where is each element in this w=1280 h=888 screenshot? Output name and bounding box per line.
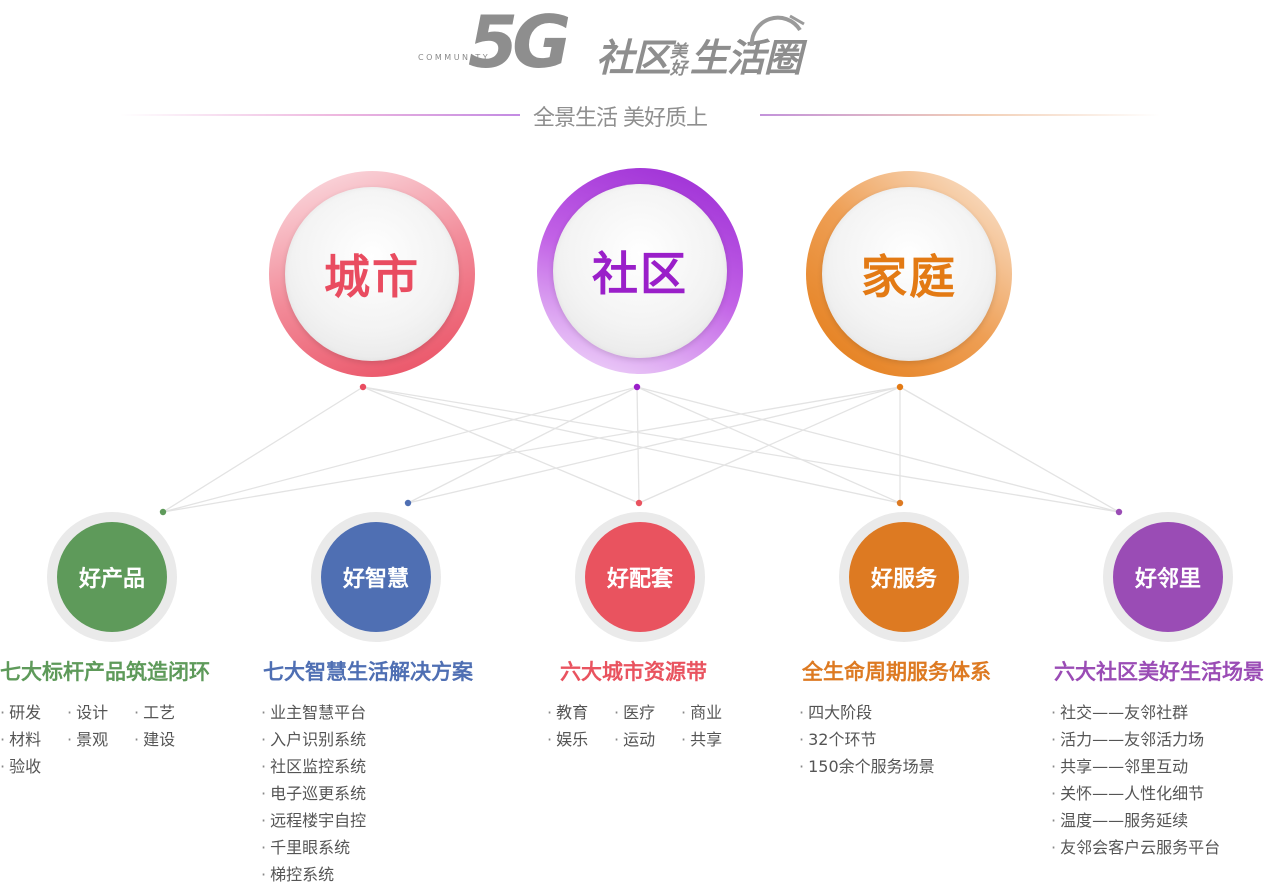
list-item: ·建设 — [134, 730, 176, 749]
bubble-service-label: 好服务 — [849, 522, 959, 632]
list-item: ·设计 — [67, 703, 109, 722]
list-item: ·医疗 — [614, 703, 656, 722]
node-dot-city — [359, 383, 367, 391]
tagline-decor-right — [760, 114, 1160, 116]
list-item: ·友邻会客户云服务平台 — [1051, 838, 1221, 857]
column-title-neighbor: 六大社区美好生活场景 — [1054, 660, 1264, 684]
node-dot-amenities — [635, 499, 643, 507]
logo: COMMUNITY 5G 社区美好生活圈 — [0, 0, 1280, 140]
logo-5g-text: 5G — [468, 0, 571, 84]
ring-home: 家庭 — [806, 171, 1012, 377]
logo-title-small: 美好 — [670, 41, 687, 79]
node-dot-home — [896, 383, 904, 391]
tagline-decor-left — [120, 114, 520, 116]
list-item: ·研发 — [0, 703, 42, 722]
column-title-service: 全生命周期服务体系 — [802, 660, 991, 684]
list-item: ·32个环节 — [799, 730, 877, 749]
bubble-smart-label: 好智慧 — [321, 522, 431, 632]
list-item: ·温度——服务延续 — [1051, 811, 1189, 830]
node-dot-community — [633, 383, 641, 391]
logo-title: 社区美好生活圈 — [596, 36, 802, 80]
bubble-neighbor-label: 好邻里 — [1113, 522, 1223, 632]
list-item: ·关怀——人性化细节 — [1051, 784, 1205, 803]
list-item: ·远程楼宇自控 — [261, 811, 367, 830]
column-title-product: 七大标杆产品筑造闭环 — [0, 660, 210, 684]
list-item: ·商业 — [681, 703, 723, 722]
list-item: ·娱乐 — [547, 730, 589, 749]
ring-community-label: 社区 — [592, 247, 688, 301]
ring-home-label: 家庭 — [861, 250, 957, 304]
list-item: ·业主智慧平台 — [261, 703, 367, 722]
list-service: ·四大阶段 ·32个环节 ·150余个服务场景 — [799, 699, 935, 780]
bubble-product: 好产品 — [47, 512, 177, 642]
list-item: ·景观 — [67, 730, 109, 749]
signal-arc-icon — [749, 14, 805, 47]
node-dot-neighbor — [1115, 508, 1123, 516]
tagline: 全景生活 美好质上 — [533, 106, 708, 131]
logo-community-text: COMMUNITY — [418, 53, 491, 62]
ring-city-label: 城市 — [324, 250, 420, 304]
bubble-neighbor: 好邻里 — [1103, 512, 1233, 642]
node-dot-product — [159, 508, 167, 516]
list-item: ·教育 — [547, 703, 589, 722]
bubble-amenities: 好配套 — [575, 512, 705, 642]
list-item: ·电子巡更系统 — [261, 784, 367, 803]
column-title-amenities: 六大城市资源带 — [560, 660, 707, 684]
node-dot-smart — [404, 499, 412, 507]
node-dot-service — [896, 499, 904, 507]
list-item: ·梯控系统 — [261, 865, 335, 884]
logo-title-part-a: 社区 — [596, 36, 671, 80]
list-item: ·材料 — [0, 730, 42, 749]
list-item: ·共享——邻里互动 — [1051, 757, 1189, 776]
list-item: ·运动 — [614, 730, 656, 749]
column-title-smart: 七大智慧生活解决方案 — [263, 660, 473, 684]
list-smart: ·业主智慧平台 ·入户识别系统 ·社区监控系统 ·电子巡更系统 ·远程楼宇自控 … — [261, 699, 366, 888]
list-item: ·共享 — [681, 730, 723, 749]
ring-community: 社区 — [537, 168, 743, 374]
list-item: ·入户识别系统 — [261, 730, 367, 749]
list-item: ·工艺 — [134, 703, 176, 722]
bubble-amenities-label: 好配套 — [585, 522, 695, 632]
list-item: ·社交——友邻社群 — [1051, 703, 1189, 722]
list-item: ·验收 — [0, 757, 42, 776]
bubble-smart: 好智慧 — [311, 512, 441, 642]
logo-title-part-b: 生活圈 — [690, 36, 802, 80]
list-amenities: ·教育 ·医疗 ·商业 ·娱乐 ·运动 ·共享 — [547, 699, 748, 753]
ring-city: 城市 — [269, 171, 475, 377]
list-item: ·社区监控系统 — [261, 757, 367, 776]
list-neighbor: ·社交——友邻社群 ·活力——友邻活力场 ·共享——邻里互动 ·关怀——人性化细… — [1051, 699, 1220, 861]
list-item: ·活力——友邻活力场 — [1051, 730, 1205, 749]
list-item: ·千里眼系统 — [261, 838, 351, 857]
list-item: ·150余个服务场景 — [799, 757, 935, 776]
bubble-product-label: 好产品 — [57, 522, 167, 632]
list-item: ·四大阶段 — [799, 703, 873, 722]
list-product: ·研发 ·设计 ·工艺 ·材料 ·景观 ·建设 ·验收 — [0, 699, 201, 780]
bubble-service: 好服务 — [839, 512, 969, 642]
